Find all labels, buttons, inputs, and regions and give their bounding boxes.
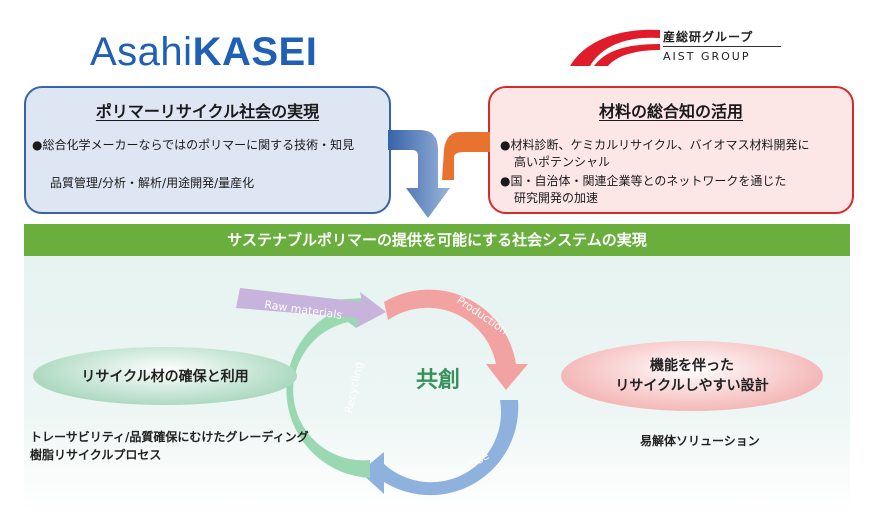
production-arrow [384, 289, 528, 390]
raw-materials-arrow [236, 288, 386, 328]
recycling-label: Recycling [342, 360, 366, 414]
logo-kasei-text: KASEI [192, 30, 318, 74]
materials-knowledge-title: 材料の総合知の活用 [598, 102, 743, 121]
aist-divider [663, 46, 781, 47]
materials-knowledge-line1: ●材料診断、ケミカルリサイクル、バイオマス材料開発に [500, 138, 810, 152]
materials-knowledge-line4: 研究開発の加速 [514, 191, 599, 205]
sustainable-banner: サステナブルポリマーの提供を可能にする社会システムの実現 [24, 224, 850, 256]
materials-knowledge-box: 材料の総合知の活用 ●材料診断、ケミカルリサイクル、バイオマス材料開発に 高いポ… [488, 86, 854, 214]
merge-arrows [388, 130, 490, 218]
aist-group-en: AIST GROUP [663, 50, 751, 63]
asahi-kasei-logo: AsahiKASEI [90, 30, 317, 75]
polymer-recycle-line1: ●総合化学メーカーならではのポリマーに関する技術・知見 [32, 138, 355, 152]
materials-knowledge-line3: ●国・自治体・関連企業等とのネットワークを通じた [500, 174, 787, 188]
logo-asahi-text: Asahi [90, 30, 193, 74]
left-note-line2: 樹脂リサイクルプロセス [30, 448, 162, 462]
recycled-material-label: リサイクル材の確保と利用 [81, 369, 249, 385]
co-creation-label: 共創 [415, 368, 460, 393]
aist-group-jp: 産総研グループ [663, 30, 754, 44]
left-note-line1: トレーサビリティ/品質確保にむけたグレーディング [30, 430, 309, 444]
aist-swoosh-icon [570, 29, 660, 66]
polymer-recycle-line2: 品質管理/分析・解析/用途開発/量産化 [50, 176, 255, 190]
recycled-material-ellipse: リサイクル材の確保と利用 [33, 347, 297, 405]
recyclable-design-ellipse: 機能を伴った リサイクルしやすい設計 [561, 341, 823, 411]
recyclable-design-line1: 機能を伴った [649, 358, 734, 374]
materials-knowledge-line2: 高いポテンシャル [514, 155, 611, 169]
blue-merge-arrow [388, 130, 450, 218]
use-arrow [360, 400, 519, 496]
polymer-recycle-title: ポリマーリサイクル社会の実現 [95, 102, 320, 121]
recyclable-design-line2: リサイクルしやすい設計 [615, 378, 769, 394]
orange-merge-arrow [442, 132, 490, 180]
polymer-recycle-box: ポリマーリサイクル社会の実現 ●総合化学メーカーならではのポリマーに関する技術・… [24, 86, 391, 214]
cycle-diagram: Raw materials Production Use Recycling [236, 288, 528, 496]
right-note: 易解体ソリューション [640, 434, 760, 448]
recycling-arrow [286, 298, 370, 478]
